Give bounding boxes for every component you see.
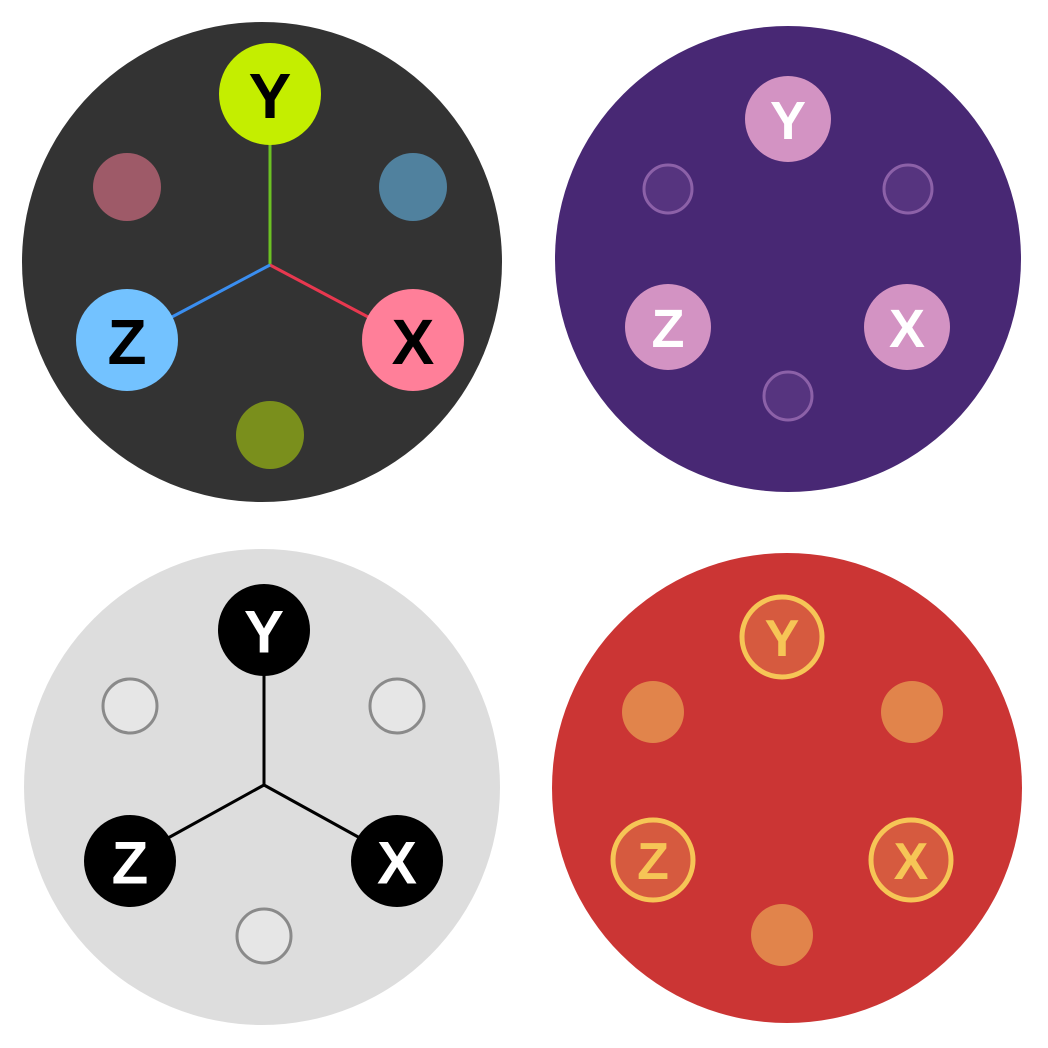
- y-axis-label: Y: [249, 60, 292, 132]
- z-axis-disc: [625, 284, 711, 370]
- neg-x-handle[interactable]: [642, 163, 694, 215]
- x-axis-disc: [351, 815, 443, 907]
- neg-x-handle[interactable]: [622, 681, 684, 743]
- y-axis-handle[interactable]: Y: [218, 584, 310, 676]
- neg-y-handle[interactable]: [751, 904, 813, 966]
- y-axis-disc: [745, 76, 831, 162]
- neg-y-handle[interactable]: [235, 907, 293, 965]
- x-axis-label: X: [377, 830, 417, 897]
- z-axis-disc: [76, 289, 178, 391]
- x-axis-disc: [864, 284, 950, 370]
- neg-z-handle[interactable]: [368, 677, 426, 735]
- y-axis-disc: [218, 584, 310, 676]
- x-axis-label: X: [894, 833, 929, 891]
- y-axis-handle[interactable]: Y: [739, 594, 825, 680]
- neg-x-handle[interactable]: [93, 153, 161, 221]
- gizmo-background: [555, 26, 1021, 492]
- z-axis-handle[interactable]: Z: [610, 817, 696, 903]
- z-axis-handle[interactable]: Z: [625, 284, 711, 370]
- z-axis-label: Z: [112, 830, 149, 897]
- x-axis-line: [269, 263, 371, 320]
- x-axis-disc: [362, 289, 464, 391]
- x-axis-label: X: [392, 306, 435, 378]
- neg-y-handle[interactable]: [236, 401, 304, 469]
- gizmo-light[interactable]: Y X Z: [24, 549, 500, 1025]
- x-axis-handle[interactable]: X: [362, 289, 464, 391]
- x-axis-handle[interactable]: X: [351, 815, 443, 907]
- z-axis-disc: [84, 815, 176, 907]
- z-axis-handle[interactable]: Z: [84, 815, 176, 907]
- z-axis-label: Z: [637, 833, 669, 891]
- z-axis-label: Z: [107, 306, 146, 378]
- x-axis-handle[interactable]: X: [864, 284, 950, 370]
- neg-x-handle[interactable]: [101, 677, 159, 735]
- neg-z-handle[interactable]: [881, 681, 943, 743]
- gizmo-red[interactable]: Y X Z: [552, 553, 1022, 1023]
- y-axis-label: Y: [770, 91, 806, 151]
- y-axis-label: Y: [765, 610, 800, 668]
- z-axis-handle[interactable]: Z: [76, 289, 178, 391]
- z-axis-disc: [610, 817, 696, 903]
- z-axis-label: Z: [652, 299, 685, 359]
- gizmo-background: [552, 553, 1022, 1023]
- neg-z-handle[interactable]: [379, 153, 447, 221]
- y-axis-handle[interactable]: Y: [745, 76, 831, 162]
- x-axis-disc: [868, 817, 954, 903]
- neg-y-handle[interactable]: [762, 370, 814, 422]
- y-axis-label: Y: [244, 599, 284, 666]
- z-axis-line: [169, 263, 271, 320]
- z-axis-line: [167, 783, 265, 840]
- neg-z-handle[interactable]: [882, 163, 934, 215]
- x-axis-handle[interactable]: X: [868, 817, 954, 903]
- gizmo-purple[interactable]: Y X Z: [555, 26, 1021, 492]
- y-axis-disc: [219, 43, 321, 145]
- y-axis-handle[interactable]: Y: [219, 43, 321, 145]
- x-axis-label: X: [889, 299, 925, 359]
- gizmo-default[interactable]: Y X Z: [22, 22, 502, 502]
- y-axis-disc: [739, 594, 825, 680]
- x-axis-line: [263, 783, 361, 840]
